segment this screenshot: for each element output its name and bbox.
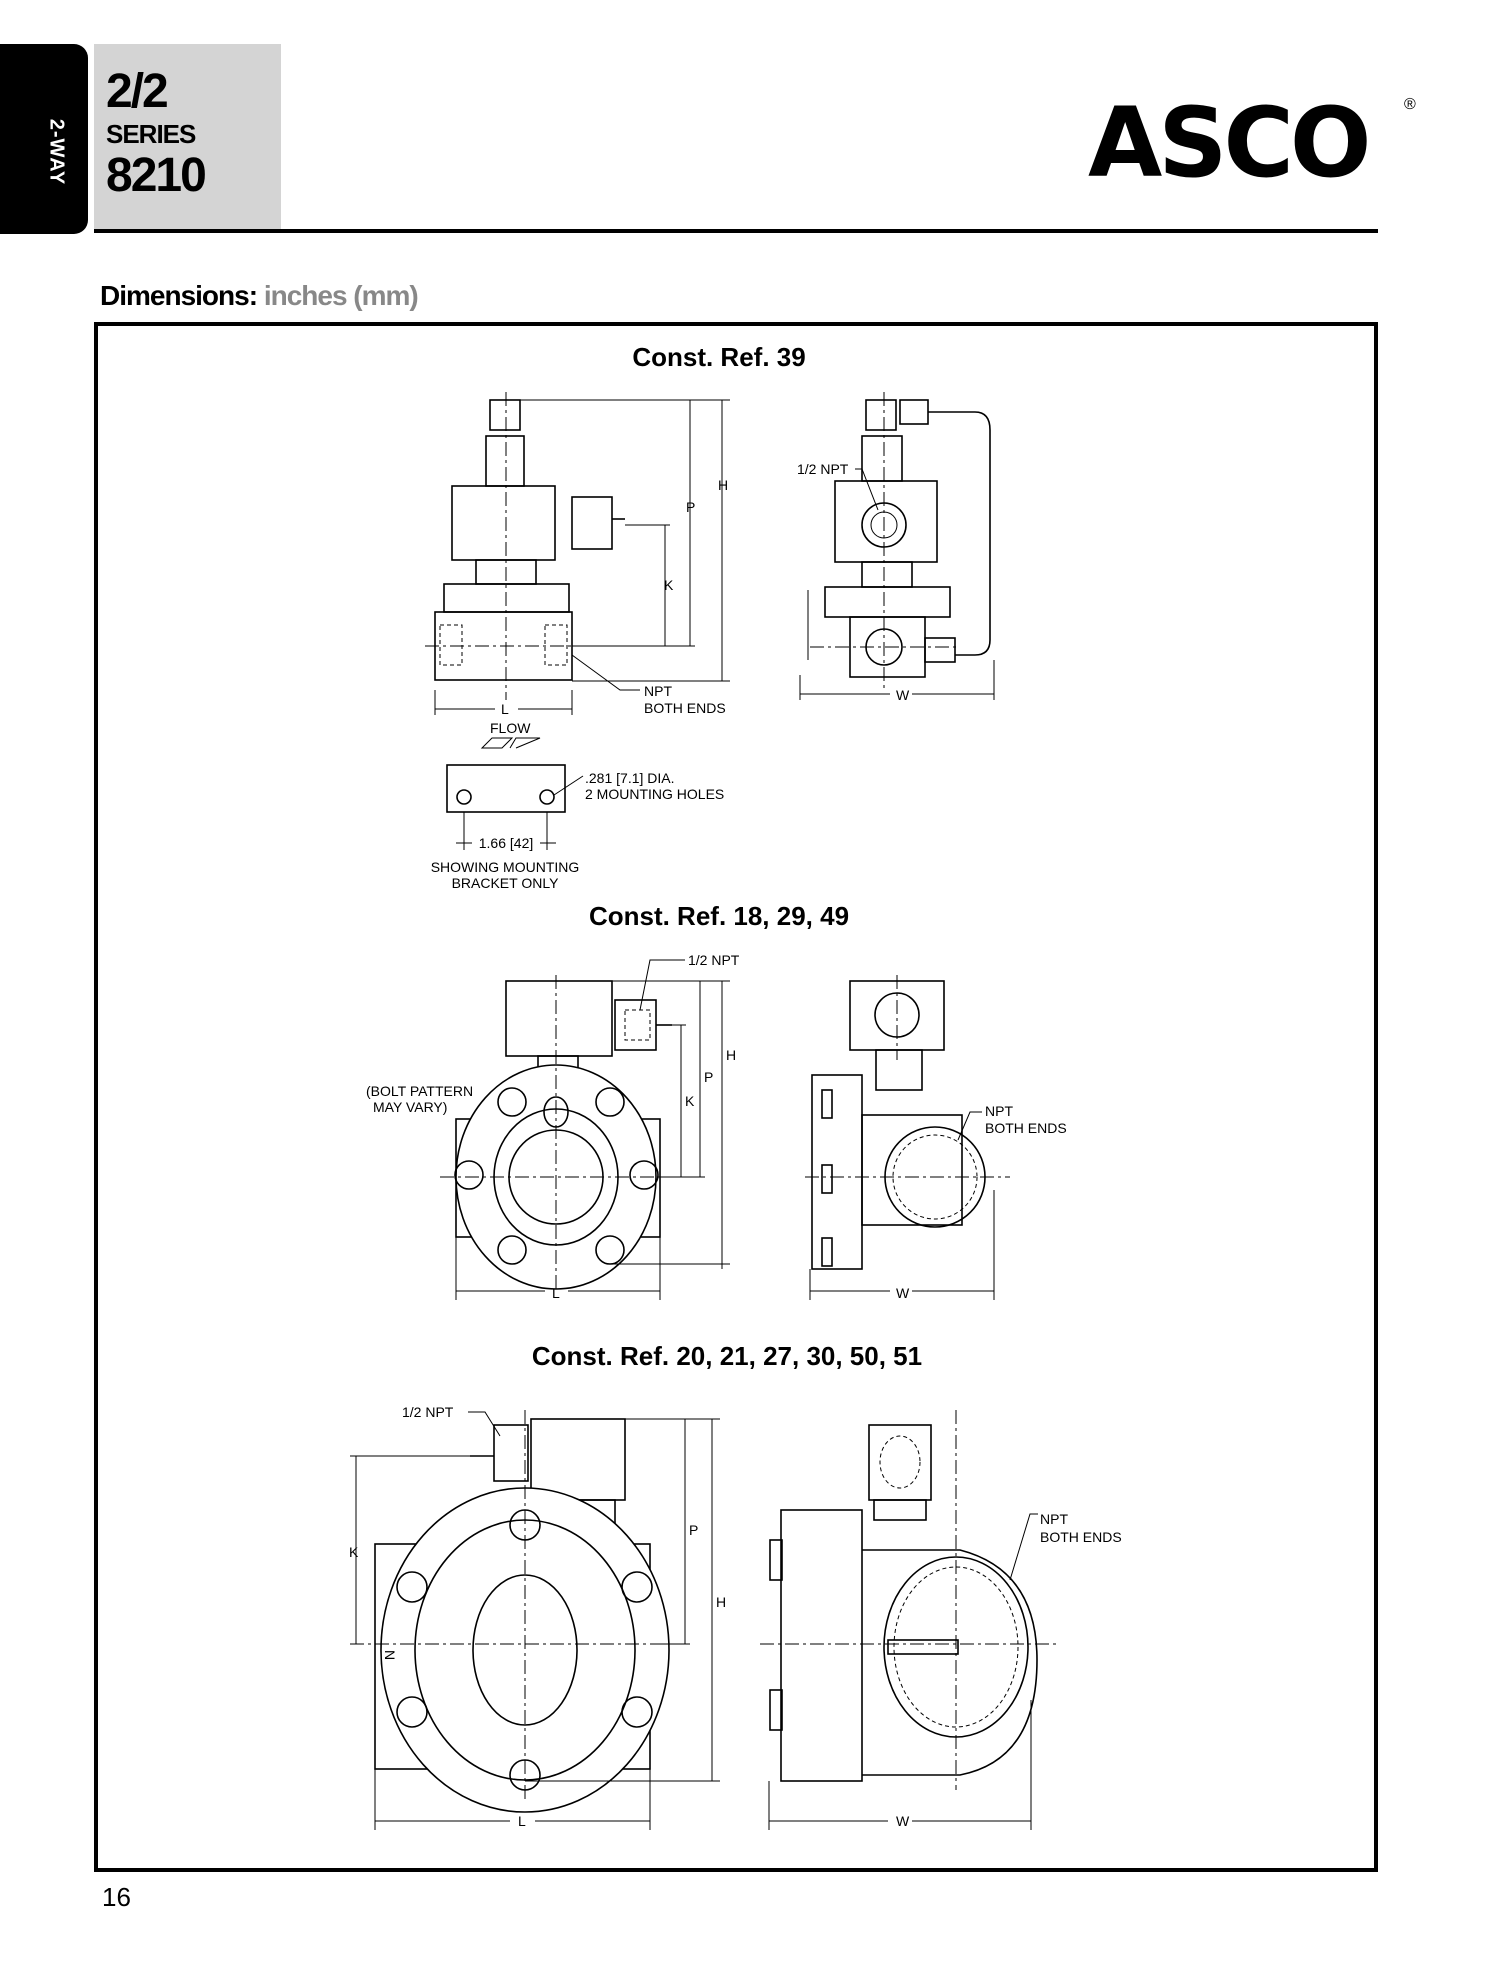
npt-label: NPT: [985, 1103, 1013, 1119]
valve-front-view: 1/2 NPT K N P H L: [349, 1404, 726, 1830]
bolt-pattern-note-line1: (BOLT PATTERN: [366, 1083, 473, 1099]
asco-logo: ASCO: [1088, 87, 1371, 199]
dim-l-label: L: [552, 1285, 560, 1301]
npt-label: NPT: [644, 683, 672, 699]
hole-diameter-label: .281 [7.1] DIA.: [585, 770, 675, 786]
page-number: 16: [102, 1882, 131, 1912]
drawing-const-ref-39: Const. Ref. 39 H: [425, 342, 995, 891]
valve-front-view: H P K L NPT BOTH ENDS FLOW: [425, 392, 730, 749]
valve-type: 2/2: [106, 65, 169, 118]
dim-k-label: K: [685, 1093, 695, 1109]
drawing-title: Const. Ref. 18, 29, 49: [589, 901, 849, 931]
series-number: 8210: [106, 149, 207, 202]
series-label: SERIES: [106, 119, 196, 149]
section-units: inches (mm): [263, 280, 419, 311]
dim-h-label: H: [726, 1047, 736, 1063]
dim-k-label: K: [349, 1544, 359, 1560]
hole-spacing-label: 1.66 [42]: [479, 835, 534, 851]
dim-w-label: W: [896, 1813, 910, 1829]
section-tab: 2-WAY: [0, 44, 88, 234]
section-heading: Dimensions: inches (mm): [100, 280, 419, 312]
section-title: Dimensions:: [100, 280, 258, 311]
dim-h-label: H: [716, 1594, 726, 1610]
mounting-holes-label: 2 MOUNTING HOLES: [585, 786, 724, 802]
bracket-note-line2: BRACKET ONLY: [452, 875, 560, 891]
dim-k-label: K: [664, 577, 674, 593]
drawing-const-ref-18-29-49: Const. Ref. 18, 29, 49: [366, 901, 1067, 1301]
dim-h-label: H: [718, 477, 728, 493]
header-rule: [94, 229, 1378, 233]
dim-p-label: P: [704, 1069, 713, 1085]
conduit-npt-label: 1/2 NPT: [688, 952, 740, 968]
both-ends-label: BOTH ENDS: [985, 1120, 1067, 1136]
drawing-title: Const. Ref. 20, 21, 27, 30, 50, 51: [532, 1341, 922, 1371]
npt-label: NPT: [1040, 1511, 1068, 1527]
drawing-title: Const. Ref. 39: [632, 342, 805, 372]
bracket-note-line1: SHOWING MOUNTING: [431, 859, 580, 875]
valve-side-view: 1/2 NPT W: [797, 392, 995, 703]
both-ends-label: BOTH ENDS: [1040, 1529, 1122, 1545]
registered-mark: ®: [1404, 96, 1416, 113]
valve-front-view: 1/2 NPT H P K L (BOLT PATTERN MAY VARY): [366, 952, 740, 1301]
both-ends-label: BOTH ENDS: [644, 700, 726, 716]
dim-w-label: W: [896, 687, 910, 703]
drawing-const-ref-20-21-27-30-50-51: Const. Ref. 20, 21, 27, 30, 50, 51: [349, 1341, 1122, 1830]
series-box: 2/2 SERIES 8210: [94, 44, 281, 231]
flow-arrow-icon: [509, 737, 541, 749]
dim-p-label: P: [689, 1522, 698, 1538]
dim-l-label: L: [501, 701, 509, 717]
conduit-npt-label: 1/2 NPT: [402, 1404, 454, 1420]
mounting-bracket: .281 [7.1] DIA. 2 MOUNTING HOLES 1.66 [4…: [431, 764, 724, 891]
dim-w-label: W: [896, 1285, 910, 1301]
flow-arrow-icon: [480, 737, 514, 749]
bolt-pattern-note-line2: MAY VARY): [373, 1099, 447, 1115]
valve-side-view: NPT BOTH ENDS W: [760, 1410, 1122, 1830]
flow-label: FLOW: [490, 720, 531, 736]
drawing-frame: [94, 322, 1378, 1872]
conduit-npt-label: 1/2 NPT: [797, 461, 849, 477]
dim-l-label: L: [518, 1813, 526, 1829]
dim-n-label: N: [382, 1650, 398, 1660]
valve-side-view: NPT BOTH ENDS W: [805, 975, 1067, 1301]
dim-p-label: P: [686, 499, 695, 515]
